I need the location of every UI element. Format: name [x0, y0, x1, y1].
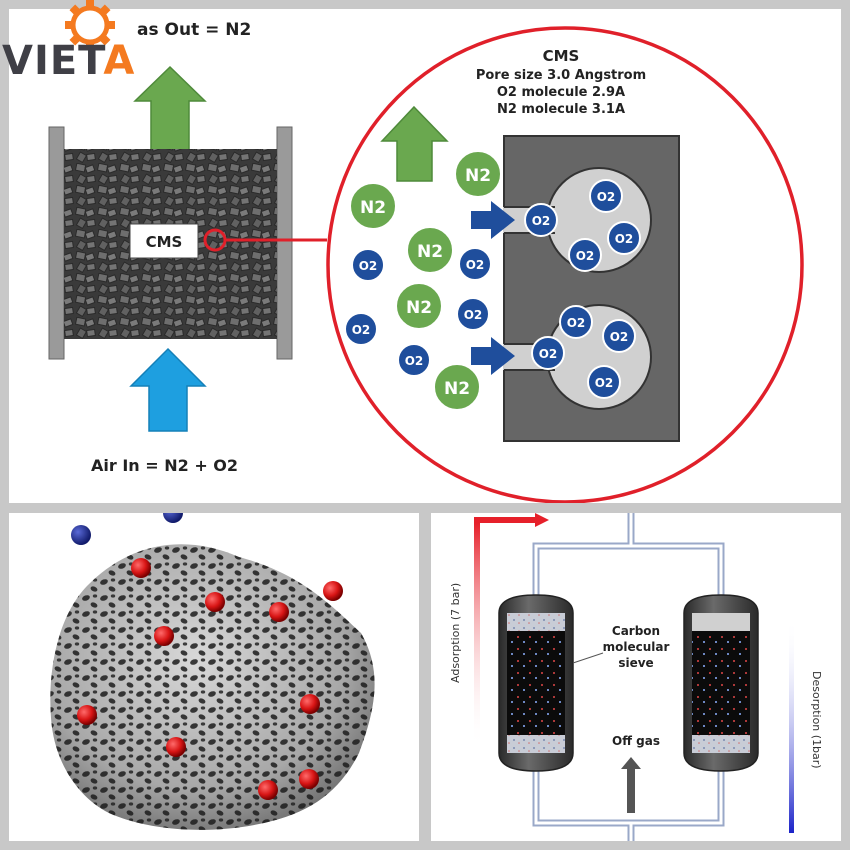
o2-molecules-free: O2 O2 O2 O2 O2: [344, 247, 492, 377]
o2-molecule: O2: [607, 221, 641, 255]
n2-molecule: N2: [406, 226, 454, 274]
o2-molecule: O2: [344, 312, 378, 346]
adsorption-label: Adsorption (7 bar): [449, 583, 462, 683]
off-gas-arrow-icon: [621, 757, 641, 813]
air-in-arrow: [129, 347, 207, 432]
red-molecule: [299, 769, 319, 789]
svg-text:O2: O2: [466, 258, 485, 272]
n2-out-arrow: [380, 105, 449, 182]
o2-molecule: O2: [587, 365, 621, 399]
o2-molecule: O2: [568, 238, 602, 272]
red-molecule: [300, 694, 320, 714]
desorption-label: Desorption (1bar): [810, 671, 823, 769]
red-molecule: [154, 626, 174, 646]
red-molecule: [205, 592, 225, 612]
off-gas-label: Off gas: [612, 734, 660, 748]
o2-molecule: O2: [524, 203, 558, 237]
cms-principle-diagram: as Out = N2 CMS Air In = N2 + O2 CMS Por…: [48, 20, 804, 503]
o2-arrow-lower: [471, 337, 515, 375]
psa-system-panel: Adsorption (7 bar) Desorption (1bar): [431, 513, 841, 841]
adsorption-arrow-shaft: [474, 523, 480, 748]
desorption-bar: [789, 618, 794, 833]
zoom-pore-size: Pore size 3.0 Angstrom: [476, 68, 646, 83]
cms-particle-illustration: [50, 513, 375, 830]
o2-molecule: O2: [456, 297, 490, 331]
svg-text:N2: N2: [406, 298, 432, 318]
o2-molecule: O2: [458, 247, 492, 281]
adsorption-arrow-head: [535, 513, 549, 527]
svg-text:O2: O2: [595, 376, 614, 390]
svg-text:O2: O2: [597, 190, 616, 204]
vieta-logo: VIETA: [0, 0, 170, 90]
o2-molecule: O2: [602, 319, 636, 353]
adsorber-tank-right: [683, 594, 759, 772]
zoom-title: CMS: [543, 47, 580, 65]
o2-arrow-upper: [471, 201, 515, 239]
n2-molecule: N2: [454, 150, 502, 198]
n2-molecules: N2 N2 N2 N2 N2: [349, 150, 502, 411]
blue-molecule: [163, 513, 183, 523]
svg-text:N2: N2: [360, 198, 386, 218]
svg-text:N2: N2: [465, 166, 491, 186]
n2-molecule: N2: [349, 182, 397, 230]
cms-particle-panel: [9, 513, 419, 841]
red-molecule: [258, 780, 278, 800]
svg-text:O2: O2: [359, 259, 378, 273]
red-molecule: [77, 705, 97, 725]
zoom-n2-size: N2 molecule 3.1A: [497, 102, 625, 117]
logo-text: VIETA: [2, 38, 136, 84]
cms-label-line1: Carbon: [612, 624, 660, 638]
o2-molecule: O2: [559, 305, 593, 339]
o2-molecules-adsorbed: O2 O2 O2 O2 O2 O2 O2 O2: [524, 179, 641, 399]
svg-text:N2: N2: [444, 379, 470, 399]
zoom-o2-size: O2 molecule 2.9A: [497, 85, 625, 100]
svg-text:O2: O2: [464, 308, 483, 322]
red-molecule: [269, 602, 289, 622]
cms-box: [129, 223, 199, 259]
o2-molecule: O2: [397, 343, 431, 377]
cms-leader-line: [572, 652, 604, 664]
cms-principle-panel: as Out = N2 CMS Air In = N2 + O2 CMS Por…: [9, 9, 841, 503]
svg-text:N2: N2: [417, 242, 443, 262]
cms-label-line3: sieve: [618, 656, 653, 670]
gas-out-label: as Out = N2: [137, 20, 251, 40]
o2-molecule: O2: [589, 179, 623, 213]
svg-text:O2: O2: [539, 347, 558, 361]
cms-box-label: CMS: [146, 233, 183, 251]
svg-text:O2: O2: [576, 249, 595, 263]
svg-text:O2: O2: [567, 316, 586, 330]
o2-molecule: O2: [351, 248, 385, 282]
blue-molecule: [71, 525, 91, 545]
gear-icon: [65, 0, 115, 50]
cms-label-line2: molecular: [603, 640, 670, 654]
n2-molecule: N2: [433, 363, 481, 411]
column-left-plate: [48, 126, 65, 360]
psa-system-diagram: Adsorption (7 bar) Desorption (1bar): [449, 513, 823, 841]
svg-text:O2: O2: [615, 232, 634, 246]
svg-text:O2: O2: [610, 330, 629, 344]
adsorption-arrow-top: [474, 517, 539, 523]
svg-text:O2: O2: [405, 354, 424, 368]
air-in-label: Air In = N2 + O2: [91, 456, 238, 475]
adsorbed-molecules: [77, 558, 343, 800]
svg-text:O2: O2: [352, 323, 371, 337]
red-molecule: [166, 737, 186, 757]
red-molecule: [323, 581, 343, 601]
o2-molecule: O2: [531, 336, 565, 370]
adsorber-tank-left: [498, 594, 574, 772]
column-right-plate: [276, 126, 293, 360]
red-molecule: [131, 558, 151, 578]
svg-text:O2: O2: [532, 214, 551, 228]
n2-molecule: N2: [395, 282, 443, 330]
